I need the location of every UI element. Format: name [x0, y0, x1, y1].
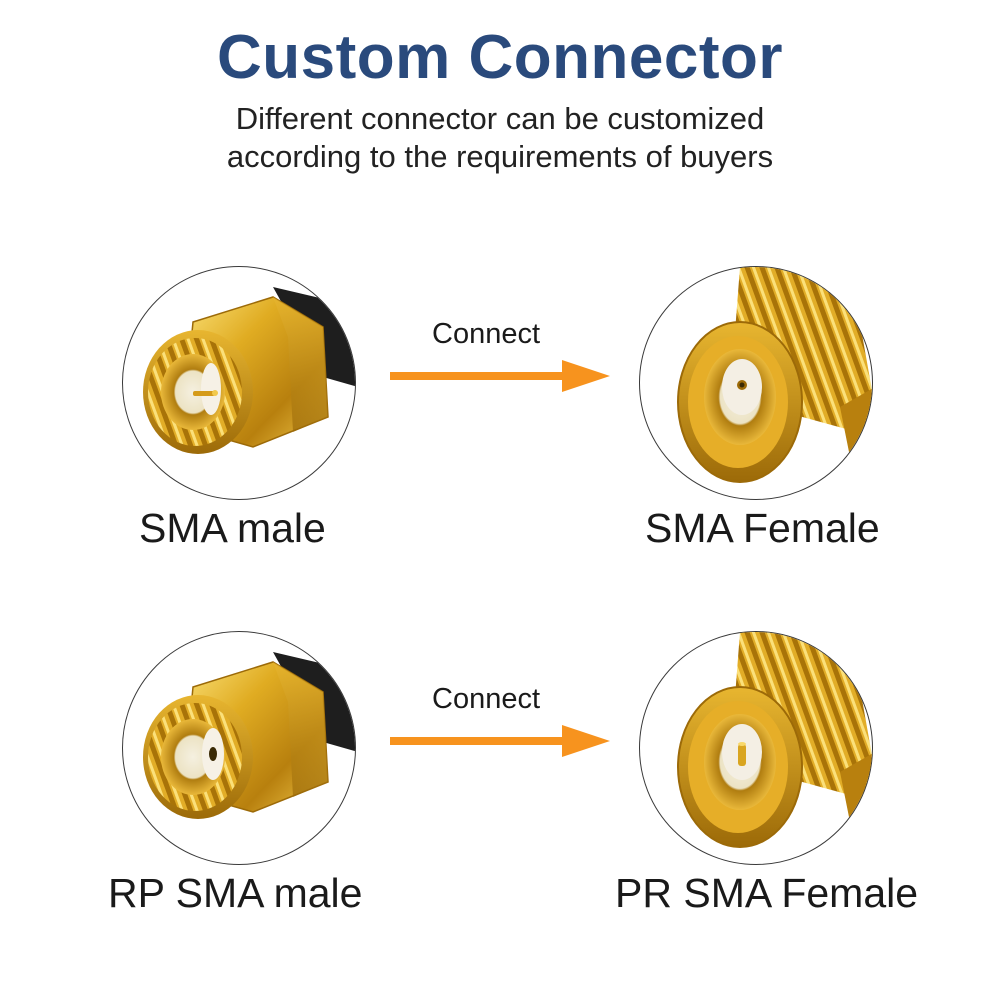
rp-sma-male-photo [122, 631, 356, 865]
rp-sma-female-photo [639, 631, 873, 865]
rp-sma-female-label: PR SMA Female [615, 870, 919, 916]
rp-sma-male-label: RP SMA male [108, 870, 363, 916]
sma-male-photo [122, 266, 356, 500]
sma-female-label: SMA Female [645, 505, 880, 551]
page-subtitle: Different connector can be customized ac… [0, 100, 1000, 176]
arrow-right-icon [390, 360, 610, 392]
arrow-right-icon [390, 725, 610, 757]
sma-male-connector-icon [143, 287, 355, 454]
sma-female-photo [639, 266, 873, 500]
sma-male-label: SMA male [139, 505, 326, 551]
rp-sma-male-connector-icon [143, 652, 355, 819]
sma-female-connector-icon [677, 267, 872, 483]
page-title: Custom Connector [217, 23, 783, 92]
rp-sma-female-connector-icon [677, 632, 872, 848]
connect-label: Connect [432, 683, 541, 715]
subtitle-line-1: Different connector can be customized [235, 101, 765, 136]
connect-label: Connect [432, 318, 541, 350]
subtitle-line-2: according to the requirements of buyers [226, 139, 774, 174]
